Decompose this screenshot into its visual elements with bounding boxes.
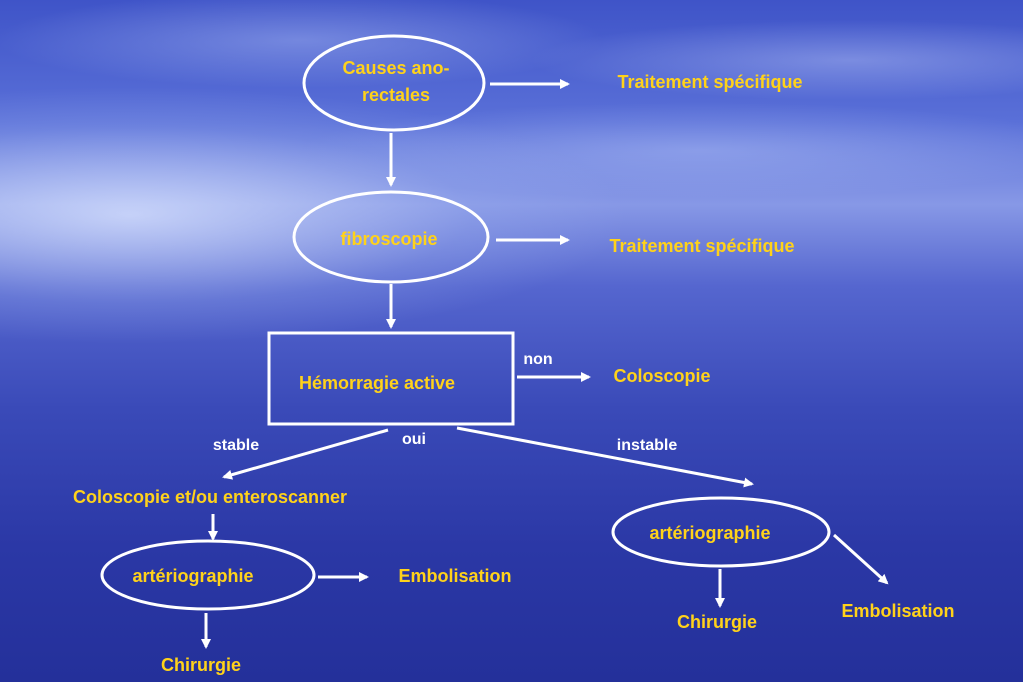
edge-label-oui: oui	[402, 431, 426, 448]
chirurgie-left-label: Chirurgie	[161, 655, 241, 675]
arterio-right-ellipse	[611, 496, 831, 568]
causes-ellipse	[302, 34, 486, 132]
arterio-left-label: artériographie	[132, 566, 253, 586]
fibroscopie-ellipse	[292, 190, 490, 284]
causes-label-line2: rectales	[362, 85, 430, 105]
edge-label-instable: instable	[617, 437, 678, 454]
edge-label-stable: stable	[213, 437, 259, 454]
causes-label-line1: Causes ano-	[342, 58, 449, 78]
fibroscopie-label: fibroscopie	[340, 229, 437, 249]
edge-label-non: non	[523, 351, 552, 368]
chirurgie-right-label: Chirurgie	[677, 612, 757, 632]
arterio-left-ellipse	[100, 539, 316, 611]
arrow-arterio-embolisation-right	[832, 533, 889, 585]
hemorragie-label: Hémorragie active	[299, 373, 455, 393]
arterio-right-label: artériographie	[649, 523, 770, 543]
hemorragie-box	[267, 331, 515, 426]
traitement-specifique-2: Traitement spécifique	[609, 236, 794, 256]
arrow-instable	[456, 426, 754, 488]
coloscopie-right-label: Coloscopie	[613, 366, 710, 386]
coloscopie-enteroscanner-label: Coloscopie et/ou enteroscanner	[73, 487, 347, 507]
embolisation-left-label: Embolisation	[398, 566, 511, 586]
traitement-specifique-1: Traitement spécifique	[617, 72, 802, 92]
embolisation-right-label: Embolisation	[841, 601, 954, 621]
arrow-stable	[222, 428, 389, 480]
